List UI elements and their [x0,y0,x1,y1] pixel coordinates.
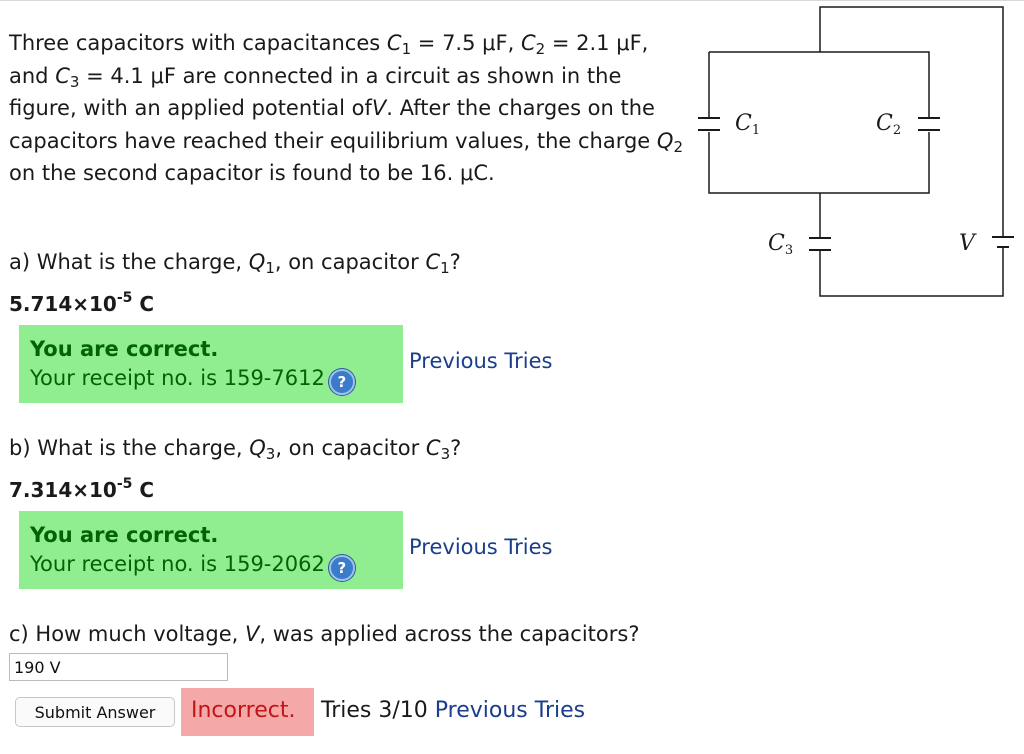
figure-c2-label: C2 [876,111,902,138]
help-icon[interactable]: ? [328,369,355,395]
part-a-receipt: Your receipt no. is 159-7612? [30,366,355,395]
inner-wire-top [709,51,930,118]
part-c-answer-input[interactable] [9,653,228,681]
part-a-correct-title: You are correct. [30,337,219,361]
part-a-previous-tries-link[interactable]: Previous Tries [409,349,553,373]
q2-symbol: Q2 [656,128,683,156]
circuit-figure [698,6,1014,297]
submit-answer-button[interactable]: Submit Answer [15,697,175,727]
c3-value: = 4.1 μF are connected in a circuit as s… [9,63,622,121]
part-b-previous-tries-link[interactable]: Previous Tries [409,535,553,559]
help-icon[interactable]: ? [328,555,355,581]
problem-mid-text: . After the charges on the capacitors ha… [9,96,655,153]
part-b-receipt: Your receipt no. is 159-2062? [30,552,355,581]
problem-intro-text: Three capacitors with capacitances [9,31,381,55]
part-b-question: b) What is the charge, Q3, on capacitor … [9,436,462,463]
outer-wire-top [819,6,1004,237]
c1-value: = 7.5 μF, [417,31,515,55]
figure-v-label: V [959,231,975,256]
part-b-correct-title: You are correct. [30,523,219,547]
part-b-answer: 7.314×10-5 C [9,476,155,502]
part-c-previous-tries-link[interactable]: Previous Tries [434,698,586,723]
v-symbol: V [371,96,387,120]
part-a-answer: 5.714×10-5 C [9,290,155,316]
part-c-status: Incorrect. [191,698,296,723]
figure-c3-label: C3 [768,231,794,258]
part-c-incorrect-box: Incorrect. [181,688,314,736]
part-b-correct-box: You are correct. Your receipt no. is 159… [19,511,403,589]
tries-count: Tries 3/10 [321,698,428,723]
problem-statement: Three capacitors with capacitances C1 = … [9,27,689,190]
c2-symbol: C2 [520,31,546,58]
c1-symbol: C1 [386,31,412,58]
part-c-question: c) How much voltage, V, was applied acro… [9,622,640,646]
problem-end-text: on the second capacitor is found to be 1… [9,161,495,185]
figure-c1-label: C1 [735,111,761,138]
top-divider [0,0,1024,1]
part-a-question: a) What is the charge, Q1, on capacitor … [9,250,461,277]
c2-value: = 2.1 μF, and [9,31,649,88]
part-a-correct-box: You are correct. Your receipt no. is 159… [19,325,403,403]
outer-wire-bottom [819,247,1004,297]
c3-symbol: C3 [55,63,80,91]
part-c-tries: Tries 3/10 Previous Tries [321,698,585,723]
inner-wire-right-bottom [708,132,930,194]
